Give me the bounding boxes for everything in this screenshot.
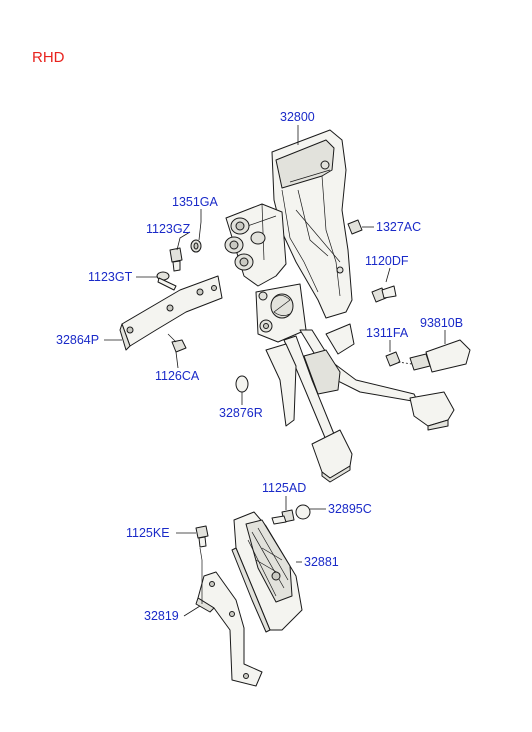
switch-93810B — [397, 339, 471, 373]
bracket-32864P — [119, 275, 223, 351]
label-32800: 32800 — [280, 110, 315, 124]
label-32881: 32881 — [304, 555, 339, 569]
cap-32876R — [235, 375, 249, 393]
label-93810B: 93810B — [420, 316, 463, 330]
label-1311FA: 1311FA — [366, 326, 409, 340]
region-label: RHD — [32, 49, 65, 66]
pedal-bracket-32800 — [224, 129, 455, 483]
part-number-labels: 32800 1351GA 1123GZ 1327AC 1123GT 1120DF… — [56, 110, 463, 623]
nut-1126CA — [167, 333, 187, 353]
label-1327AC: 1327AC — [376, 220, 421, 234]
label-1123GT: 1123GT — [88, 270, 133, 284]
nut-1327AC — [347, 219, 363, 235]
cap-32895C — [295, 504, 311, 520]
bracket-32819 — [195, 571, 263, 687]
bolt-1125AD — [271, 509, 295, 525]
label-32864P: 32864P — [56, 333, 99, 347]
label-1123GZ: 1123GZ — [146, 222, 191, 236]
bolt-1123GZ — [169, 247, 183, 272]
bolt-1120DF — [371, 285, 397, 303]
leader-lines — [104, 125, 446, 617]
nut-1311FA — [385, 351, 401, 367]
accelerator-pedal-32881 — [231, 511, 303, 633]
label-1125KE: 1125KE — [126, 526, 170, 540]
label-32895C: 32895C — [328, 502, 372, 516]
label-1125AD: 1125AD — [262, 481, 306, 495]
label-32819: 32819 — [144, 609, 179, 623]
label-32876R: 32876R — [219, 406, 263, 420]
label-1126CA: 1126CA — [155, 369, 200, 383]
washer-1351GA — [190, 239, 202, 253]
bolt-1123GT — [156, 271, 177, 291]
label-1351GA: 1351GA — [172, 195, 219, 209]
bolt-1125KE — [195, 525, 209, 548]
label-1120DF: 1120DF — [365, 254, 409, 268]
